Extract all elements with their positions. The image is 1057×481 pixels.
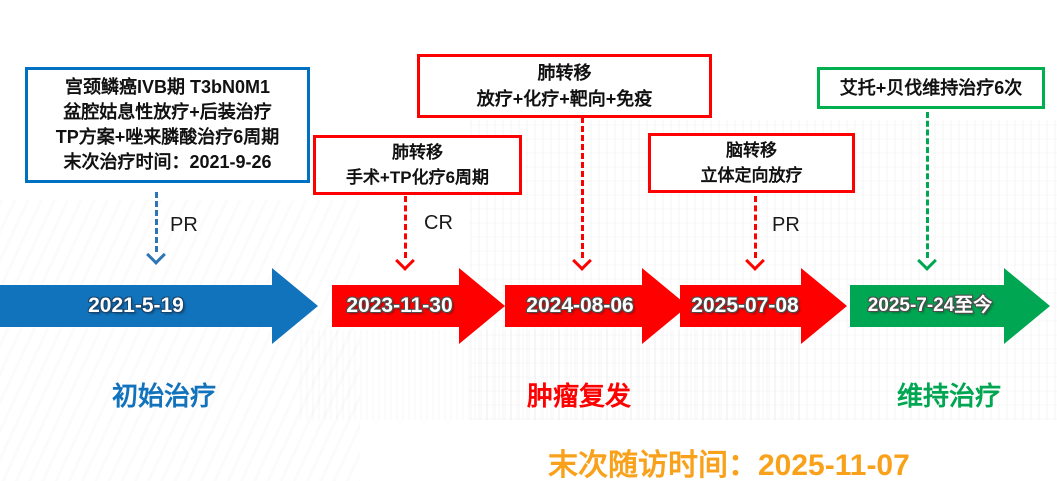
timeline-date: 2023-11-30 xyxy=(346,294,453,317)
brain-metastasis-box: 脑转移 立体定向放疗 xyxy=(648,133,855,193)
lung-met-label: 肺转移 xyxy=(392,143,443,162)
response-cr-lung: CR xyxy=(424,212,453,234)
connector-arrow-lung-surgery xyxy=(404,196,407,258)
multimodal-therapy-label: 放疗+化疗+靶向+免疫 xyxy=(476,89,653,109)
diagnosis-line: 宫颈鳞癌IVB期 T3bN0M1 xyxy=(64,77,271,97)
lung-metastasis-surgery-box: 肺转移 手术+TP化疗6周期 xyxy=(313,135,522,195)
surgery-chemo-label: 手术+TP化疗6周期 xyxy=(345,168,490,187)
maintenance-therapy-box: 艾托+贝伐维持治疗6次 xyxy=(817,67,1045,109)
green-arrow-shape xyxy=(850,268,1050,344)
srt-label: 立体定向放疗 xyxy=(700,166,803,185)
phase-label-recurrence: 肿瘤复发 xyxy=(527,381,632,411)
red-arrow-shape xyxy=(680,268,847,344)
brain-met-label: 脑转移 xyxy=(726,141,777,160)
phase-label-maintenance: 维持治疗 xyxy=(897,381,1002,411)
timeline-arrow-2021: 2021-5-19 xyxy=(0,268,318,344)
lung-met-label: 肺转移 xyxy=(537,63,592,83)
initial-treatment-box: 宫颈鳞癌IVB期 T3bN0M1 盆腔姑息性放疗+后装治疗 TP方案+唑来膦酸治… xyxy=(25,67,310,183)
response-pr-brain: PR xyxy=(772,214,800,236)
timeline-date: 2021-5-19 xyxy=(88,294,184,317)
connector-arrow-maintenance xyxy=(926,112,929,258)
connector-arrow-brain xyxy=(754,196,757,258)
radiotherapy-line: 盆腔姑息性放疗+后装治疗 xyxy=(63,102,272,122)
timeline-arrow-maintenance: 2025-7-24至今 xyxy=(850,268,1050,344)
timeline-arrow-2023: 2023-11-30 xyxy=(332,268,505,344)
connector-arrow-initial xyxy=(155,192,158,252)
timeline-arrow-2024: 2024-08-06 xyxy=(505,268,688,344)
last-followup-date: 末次随访时间：2025-11-07 xyxy=(548,449,910,481)
arrowhead-down-icon xyxy=(146,245,166,265)
response-pr-initial: PR xyxy=(170,214,198,236)
timeline-date: 2025-07-08 xyxy=(691,294,799,317)
red-arrow-shape xyxy=(505,268,688,344)
lung-metastasis-multimodal-box: 肺转移 放疗+化疗+靶向+免疫 xyxy=(417,54,712,118)
maintenance-label: 艾托+贝伐维持治疗6次 xyxy=(839,78,1023,98)
last-treatment-date-line: 末次治疗时间：2021-9-26 xyxy=(63,152,272,172)
connector-arrow-lung-multimodal xyxy=(581,117,584,258)
timeline-date: 2024-08-06 xyxy=(526,294,634,317)
phase-label-initial: 初始治疗 xyxy=(112,381,217,411)
red-arrow-shape xyxy=(332,268,505,344)
timeline-arrow-2025-07: 2025-07-08 xyxy=(680,268,847,344)
chemo-line: TP方案+唑来膦酸治疗6周期 xyxy=(55,127,280,147)
timeline-date: 2025-7-24至今 xyxy=(867,295,993,316)
blue-arrow-shape xyxy=(0,268,318,344)
